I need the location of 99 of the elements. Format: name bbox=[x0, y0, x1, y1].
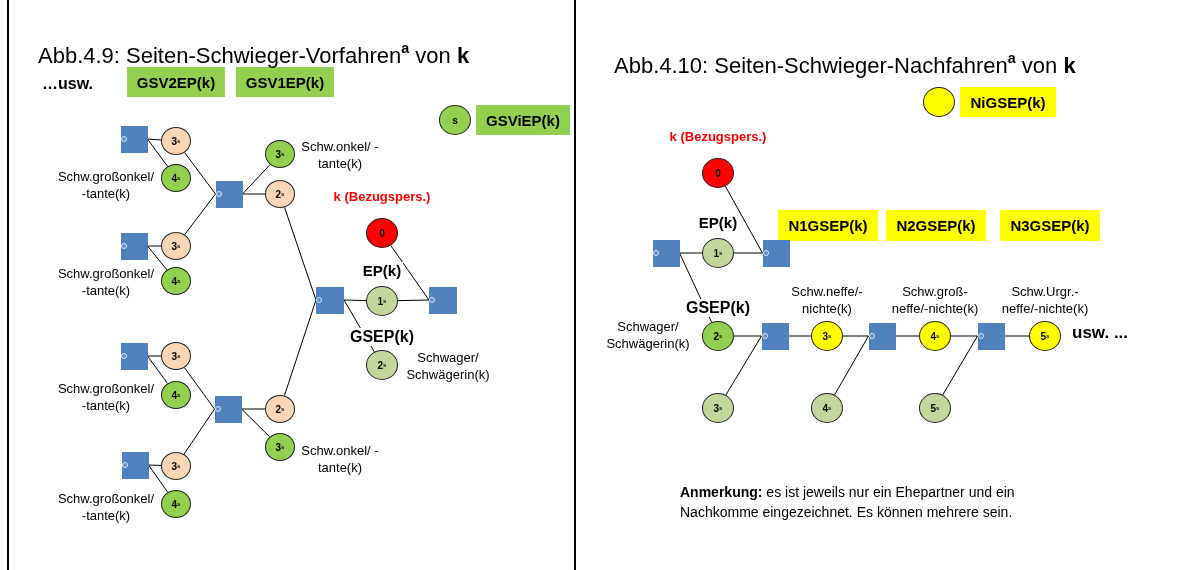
connector-line bbox=[284, 206, 317, 301]
couple-square bbox=[120, 342, 148, 370]
connector-line bbox=[147, 355, 162, 357]
couple-square bbox=[121, 451, 149, 479]
person-circle: 3$^{s}$ bbox=[265, 140, 295, 168]
category-label: N2GSEP(k) bbox=[886, 209, 986, 241]
connector-line bbox=[733, 252, 763, 254]
person-circle: 0 bbox=[366, 218, 398, 248]
category-label: GSViEP(k) bbox=[476, 105, 570, 135]
connector-line bbox=[725, 335, 762, 396]
person-circle: 4$^{s}$ bbox=[919, 321, 951, 351]
person-circle: 0 bbox=[702, 158, 734, 188]
connector-line bbox=[147, 245, 162, 247]
person-circle: 4$^{s}$ bbox=[161, 490, 191, 518]
couple-square bbox=[120, 232, 148, 260]
category-label: GSV2EP(k) bbox=[127, 67, 225, 97]
connector-line bbox=[241, 408, 266, 410]
connector-line bbox=[724, 185, 763, 254]
connector-line bbox=[283, 299, 317, 397]
category-label: N3GSEP(k) bbox=[1000, 209, 1100, 241]
couple-square bbox=[120, 125, 148, 153]
relation-label: Schw.neffe/- nichte(k) bbox=[790, 283, 864, 317]
person-circle: 2$^{s}$ bbox=[265, 180, 295, 208]
person-heading: GSEP(k) bbox=[684, 299, 752, 317]
connector-line bbox=[147, 245, 168, 271]
connector-line bbox=[242, 193, 266, 195]
person-heading: EP(k) bbox=[696, 214, 740, 232]
person-circle: 3$^{s}$ bbox=[161, 342, 191, 370]
person-heading: GSEP(k) bbox=[348, 328, 416, 346]
person-circle: 2$^{s}$ bbox=[702, 321, 734, 351]
continuation-text: usw. ... bbox=[1072, 324, 1130, 341]
couple-square bbox=[761, 322, 789, 350]
person-circle: 5$^{s}$ bbox=[1029, 321, 1061, 351]
person-heading: EP(k) bbox=[360, 262, 404, 280]
connector-line bbox=[733, 335, 762, 337]
person-circle: 3$^{s}$ bbox=[265, 433, 295, 461]
couple-square bbox=[316, 286, 344, 314]
person-circle: 3$^{s}$ bbox=[702, 393, 734, 423]
person-circle: 4$^{s}$ bbox=[161, 164, 191, 192]
relation-label: Schw.groß- neffe/-nichte(k) bbox=[890, 283, 980, 317]
connector-line bbox=[242, 164, 271, 195]
person-circle: 4$^{s}$ bbox=[811, 393, 843, 423]
person-circle: s bbox=[439, 105, 471, 135]
couple-square bbox=[215, 180, 243, 208]
connector-line bbox=[788, 335, 812, 337]
continuation-text: …usw. bbox=[42, 74, 94, 94]
person-circle: 3$^{s}$ bbox=[161, 232, 191, 260]
relation-label: Schw.großonkel/ -tante(k) bbox=[56, 168, 156, 202]
connector-line bbox=[241, 408, 271, 438]
note-text: Anmerkung: es ist jeweils nur ein Ehepartner und ein Nachkomme eingezeichnet. Es können mehrere sein. bbox=[680, 483, 1016, 523]
person-circle: 3$^{s}$ bbox=[811, 321, 843, 351]
connector-line bbox=[148, 464, 169, 493]
relation-label: Schw.großonkel/ -tante(k) bbox=[56, 490, 156, 524]
relation-label: Schw.onkel/ -tante(k) bbox=[300, 442, 380, 476]
person-circle: 1$^{s}$ bbox=[366, 286, 398, 316]
couple-square bbox=[977, 322, 1005, 350]
connector-line bbox=[842, 335, 869, 337]
connector-line bbox=[184, 152, 216, 195]
connector-line bbox=[183, 408, 215, 455]
relation-label: Schwager/ Schwägerin(k) bbox=[405, 349, 491, 383]
connector-line bbox=[184, 193, 216, 236]
person-circle: 5$^{s}$ bbox=[919, 393, 951, 423]
relation-label: Schw.großonkel/ -tante(k) bbox=[56, 380, 156, 414]
person-circle: 1$^{s}$ bbox=[702, 238, 734, 268]
relation-label: Schwager/ Schwägerin(k) bbox=[605, 318, 691, 352]
connector-line bbox=[148, 464, 162, 466]
person-circle: 4$^{s}$ bbox=[161, 381, 191, 409]
connector-line bbox=[950, 335, 978, 337]
connector-line bbox=[183, 367, 215, 410]
person-circle: 3$^{s}$ bbox=[161, 452, 191, 480]
relation-label: Schw.großonkel/ -tante(k) bbox=[56, 265, 156, 299]
connector-line bbox=[147, 138, 169, 167]
couple-square bbox=[868, 322, 896, 350]
person-circle: 2$^{s}$ bbox=[366, 350, 398, 380]
category-label: GSV1EP(k) bbox=[236, 67, 334, 97]
connector-line bbox=[942, 335, 978, 396]
person-circle: 3$^{s}$ bbox=[161, 127, 191, 155]
connector-line bbox=[895, 335, 920, 337]
page-title: Abb.4.10: Seiten-Schwieger-Nachfahren$^{a}$ von k bbox=[614, 49, 1077, 80]
connector-line bbox=[834, 335, 869, 396]
connector-line bbox=[679, 252, 703, 254]
person-circle: 4$^{s}$ bbox=[161, 267, 191, 295]
person-circle bbox=[923, 87, 955, 117]
connector-line bbox=[397, 299, 430, 302]
relation-label: Schw.Urgr.- neffe/-nichte(k) bbox=[1000, 283, 1090, 317]
connector-line bbox=[343, 299, 367, 302]
person-circle: 2$^{s}$ bbox=[265, 395, 295, 423]
connector-line bbox=[1004, 335, 1030, 337]
couple-square bbox=[214, 395, 242, 423]
category-label: NiGSEP(k) bbox=[960, 87, 1056, 117]
category-label: N1GSEP(k) bbox=[778, 209, 878, 241]
connector-line bbox=[147, 138, 162, 141]
page-title: Abb.4.9: Seiten-Schwieger-Vorfahren$^{a}$ von k bbox=[38, 39, 471, 70]
connector-line bbox=[390, 245, 430, 301]
couple-square bbox=[429, 286, 457, 314]
couple-square bbox=[762, 239, 790, 267]
relation-label: Schw.onkel/ -tante(k) bbox=[300, 138, 380, 172]
couple-square bbox=[652, 239, 680, 267]
connector-line bbox=[147, 355, 169, 384]
